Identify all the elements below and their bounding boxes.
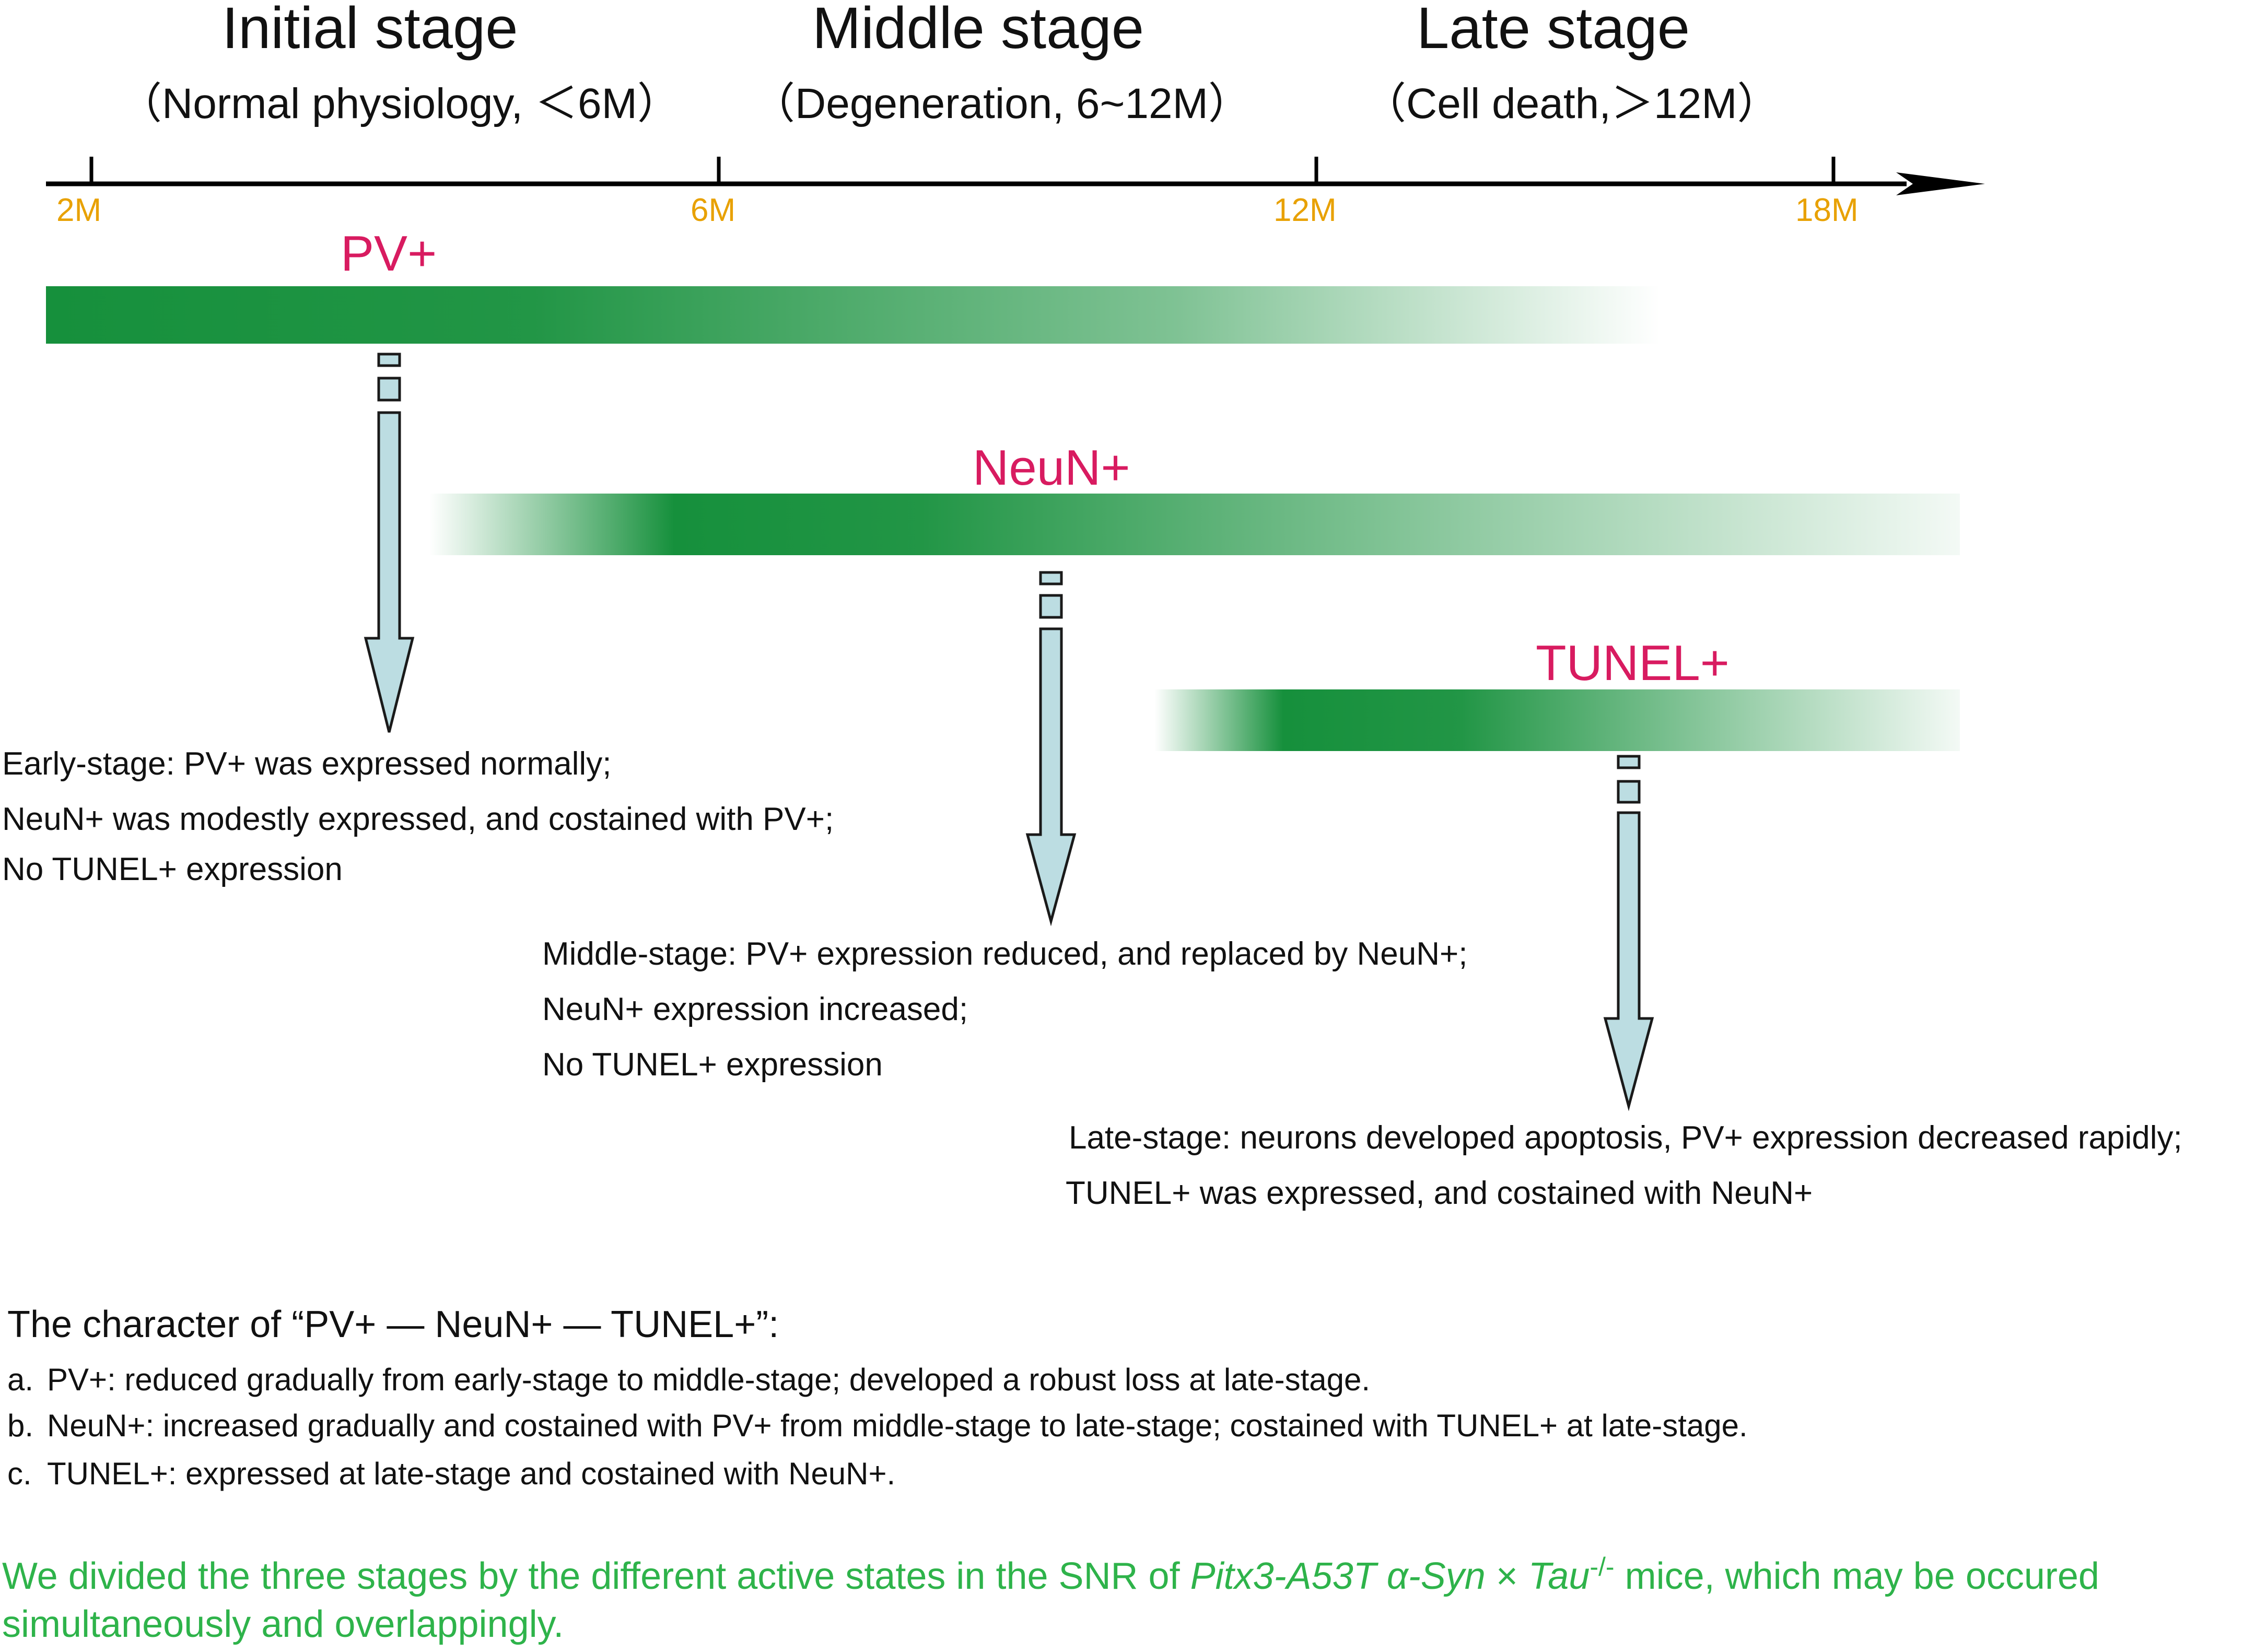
marker-label-neun: NeuN+ xyxy=(973,440,1130,496)
stage-subtitle-initial: （Normal physiology, ＜6M） xyxy=(119,80,680,127)
character-item-c-letter: c. xyxy=(7,1456,32,1491)
summary-italic-strain: Pitx3-A53T α-Syn xyxy=(1190,1555,1486,1597)
character-item-b: b. NeuN+: increased gradually and costain… xyxy=(7,1410,1748,1442)
marker-label-tunel: TUNEL+ xyxy=(1536,635,1730,691)
summary-text-before: We divided the three stages by the diffe… xyxy=(2,1555,1190,1597)
marker-label-pv: PV+ xyxy=(341,226,437,282)
early-stage-desc-line-2: NeuN+ was modestly expressed, and costai… xyxy=(2,801,834,837)
character-item-b-letter: b. xyxy=(7,1408,34,1443)
character-item-a-text: PV+: reduced gradually from early-stage … xyxy=(47,1362,1371,1397)
stage-subtitle-middle: （Degeneration, 6~12M） xyxy=(752,80,1251,127)
stage-title-initial: Initial stage xyxy=(222,0,518,61)
summary-superscript: -/- xyxy=(1590,1552,1615,1581)
neun-down-arrow xyxy=(1025,571,1077,927)
timeline-arrowhead xyxy=(1896,172,1985,195)
middle-stage-desc-line-2: NeuN+ expression increased; xyxy=(542,991,968,1027)
tunel-down-arrow xyxy=(1603,755,1654,1111)
early-stage-desc-line-3: No TUNEL+ expression xyxy=(2,851,343,887)
summary-statement: We divided the three stages by the diffe… xyxy=(2,1550,2248,1648)
tick-label-2m: 2M xyxy=(56,192,102,228)
character-title: The character of “PV+ — NeuN+ — TUNEL+”: xyxy=(7,1304,779,1345)
neun-expression-bar xyxy=(429,494,1960,555)
tunel-expression-bar xyxy=(1154,689,1960,751)
stage-subtitle-late: （Cell death,＞12M） xyxy=(1363,80,1780,127)
tick-label-18m: 18M xyxy=(1795,192,1859,228)
tick-label-6m: 6M xyxy=(691,192,736,228)
middle-stage-desc-line-1: Middle-stage: PV+ expression reduced, an… xyxy=(542,936,1468,972)
pv-down-arrow xyxy=(364,353,415,733)
middle-stage-desc-line-3: No TUNEL+ expression xyxy=(542,1047,883,1083)
stage-title-late: Late stage xyxy=(1417,0,1690,61)
character-item-a: a. PV+: reduced gradually from early-stag… xyxy=(7,1364,1370,1396)
character-item-a-letter: a. xyxy=(7,1362,34,1397)
tick-label-12m: 12M xyxy=(1273,192,1337,228)
early-stage-desc-line-1: Early-stage: PV+ was expressed normally; xyxy=(2,746,612,782)
summary-times-symbol: × xyxy=(1485,1555,1528,1597)
late-stage-desc-line-1: Late-stage: neurons developed apoptosis,… xyxy=(1069,1120,2182,1156)
summary-italic-tau: Tau xyxy=(1528,1555,1590,1597)
character-item-c: c. TUNEL+: expressed at late-stage and co… xyxy=(7,1458,895,1490)
summary-text-after: mice, which may be occured simultaneousl… xyxy=(2,1555,2099,1646)
late-stage-desc-line-2: TUNEL+ was expressed, and costained with… xyxy=(1066,1175,1813,1211)
pv-expression-bar xyxy=(46,286,1660,344)
character-item-b-text: NeuN+: increased gradually and costained… xyxy=(47,1408,1748,1443)
character-item-c-text: TUNEL+: expressed at late-stage and cost… xyxy=(47,1456,896,1491)
stage-title-middle: Middle stage xyxy=(812,0,1144,61)
